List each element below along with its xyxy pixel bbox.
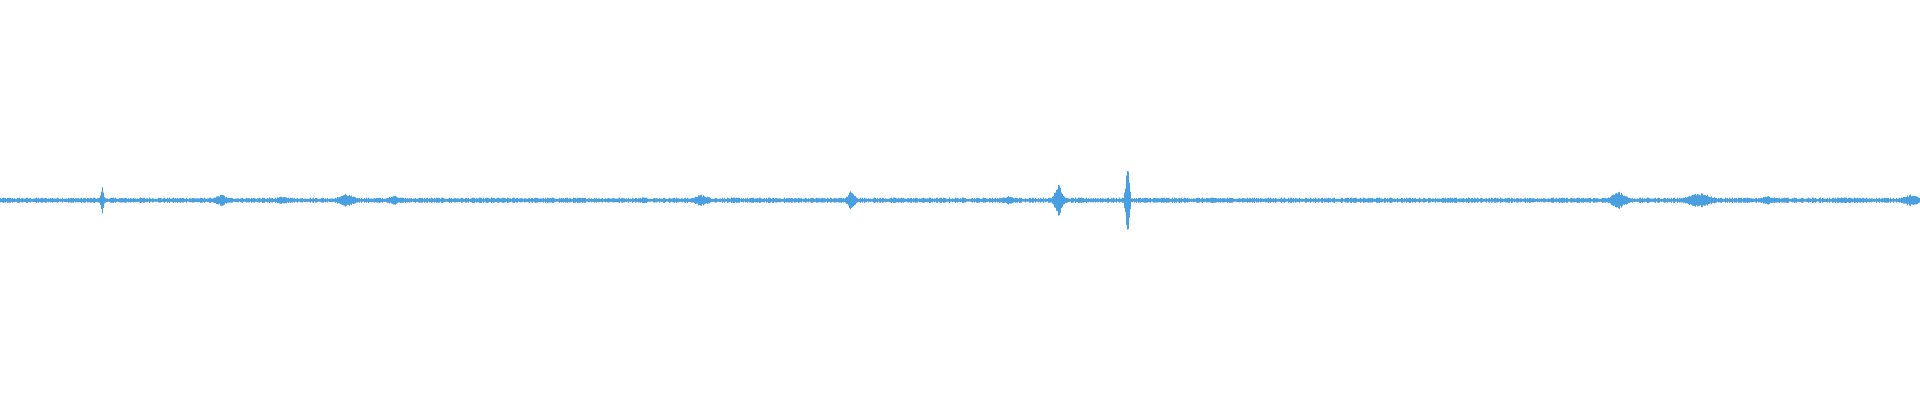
waveform-path [0,170,1920,230]
waveform-trace [0,170,1920,230]
